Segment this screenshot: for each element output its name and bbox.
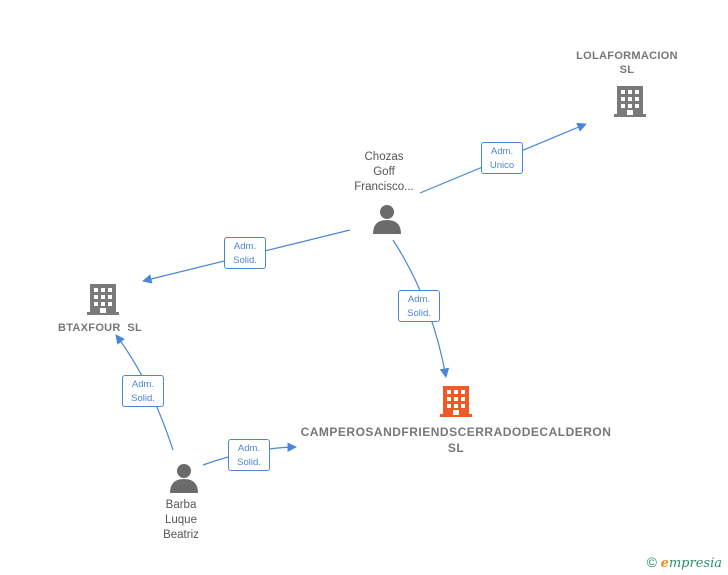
- edge-tag-chozas-campero[interactable]: Adm. Solid.: [398, 290, 440, 322]
- edge-role-type: Unico: [489, 160, 515, 171]
- person-name-line: Chozas: [364, 151, 404, 163]
- edge-tag-chozas-btaxfour[interactable]: Adm. Solid.: [224, 237, 266, 269]
- company-name: LOLAFORMACION: [576, 50, 678, 62]
- edge-role-type: Solid.: [237, 457, 261, 468]
- company-suffix: SL: [447, 441, 465, 455]
- edge-role-type: Solid.: [233, 255, 257, 266]
- person-icon[interactable]: [169, 463, 199, 493]
- person-name-line: Goff: [373, 166, 395, 178]
- edge-role: Adm.: [131, 379, 155, 390]
- person-name-line: Francisco...: [354, 181, 414, 193]
- company-label-btaxfour[interactable]: BTAXFOUR SL: [40, 321, 160, 335]
- brand-logo-e: e: [660, 556, 669, 571]
- company-label-campero[interactable]: CAMPEROSANDFRIENDSCERRADODECALDERON SL: [276, 424, 636, 456]
- brand-logo-text: mpresia: [668, 556, 722, 571]
- person-label-chozas[interactable]: Chozas Goff Francisco...: [334, 150, 434, 195]
- edge-role: Adm.: [237, 443, 261, 454]
- company-label-lolaformacion[interactable]: LOLAFORMACION SL: [567, 49, 687, 77]
- building-icon[interactable]: [440, 384, 472, 418]
- edge-role: Adm.: [490, 146, 514, 157]
- company-name: CAMPEROSANDFRIENDSCERRADODECALDERON: [300, 425, 612, 439]
- person-name-line: Barba: [165, 499, 197, 511]
- person-icon[interactable]: [372, 204, 402, 234]
- company-suffix: SL: [619, 64, 635, 76]
- copyright-icon: ©: [646, 554, 657, 570]
- edge-tag-barba-campero[interactable]: Adm. Solid.: [228, 439, 270, 471]
- edge-role: Adm.: [407, 294, 431, 305]
- edge-tag-barba-btaxfour[interactable]: Adm. Solid.: [122, 375, 164, 407]
- person-label-barba[interactable]: Barba Luque Beatriz: [131, 498, 231, 543]
- edge-tag-chozas-lolaformacion[interactable]: Adm. Unico: [481, 142, 523, 174]
- company-name: BTAXFOUR SL: [57, 322, 143, 334]
- person-name-line: Beatriz: [163, 529, 199, 541]
- brand-logo: empresia: [661, 556, 722, 571]
- person-name-line: Luque: [165, 514, 197, 526]
- edge-role-type: Solid.: [407, 308, 431, 319]
- edge-role: Adm.: [233, 241, 257, 252]
- edge-role-type: Solid.: [131, 393, 155, 404]
- footer-brand[interactable]: © empresia: [647, 554, 722, 571]
- building-icon[interactable]: [614, 84, 646, 118]
- building-icon[interactable]: [87, 282, 119, 316]
